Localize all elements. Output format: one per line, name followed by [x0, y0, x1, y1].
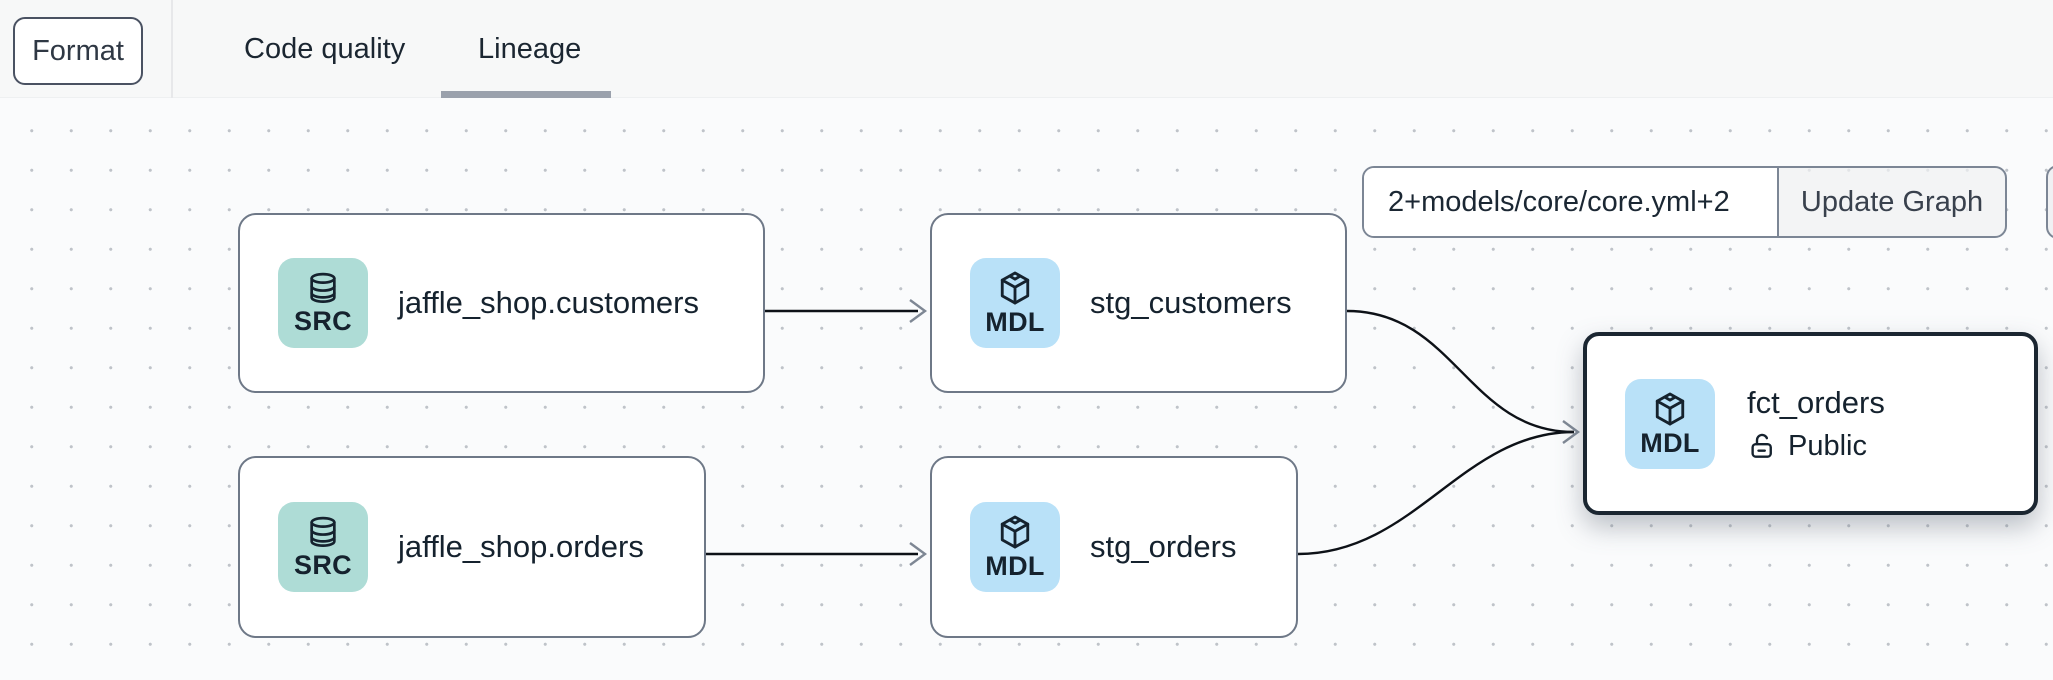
selector-input[interactable]: [1364, 168, 1779, 236]
unlock-icon: [1751, 433, 1772, 458]
model-badge: MDL: [970, 258, 1060, 348]
cube-icon: [1655, 392, 1685, 425]
database-icon: [310, 516, 336, 547]
node-stg-orders[interactable]: MDL stg_orders: [930, 456, 1298, 638]
access-label: Public: [1788, 429, 1867, 462]
database-icon: [310, 272, 336, 303]
node-label: stg_customers: [1090, 285, 1292, 320]
node-label: jaffle_shop.orders: [398, 529, 644, 564]
node-fct-orders[interactable]: MDL fct_orders Public: [1583, 332, 2038, 515]
source-badge: SRC: [278, 258, 368, 348]
clipped-button[interactable]: [2046, 165, 2053, 239]
badge-label: MDL: [1640, 427, 1700, 458]
cube-icon: [1000, 271, 1030, 305]
node-jaffle-shop-customers[interactable]: SRC jaffle_shop.customers: [238, 213, 765, 393]
badge-label: MDL: [985, 307, 1045, 337]
toolbar-divider: [171, 0, 173, 98]
node-label: stg_orders: [1090, 529, 1237, 564]
node-label: jaffle_shop.customers: [398, 285, 699, 320]
cube-icon: [1000, 515, 1030, 549]
access-row: Public: [1747, 430, 1885, 463]
update-graph-button[interactable]: Update Graph: [1779, 168, 2005, 236]
badge-label: SRC: [294, 306, 352, 336]
node-label: fct_orders: [1747, 384, 1885, 420]
node-meta: fct_orders Public: [1747, 385, 1885, 463]
source-badge: SRC: [278, 502, 368, 592]
model-badge: MDL: [1625, 378, 1715, 469]
format-button[interactable]: Format: [13, 17, 143, 85]
tab-lineage[interactable]: Lineage: [478, 32, 582, 65]
model-badge: MDL: [970, 502, 1060, 592]
badge-label: SRC: [294, 550, 352, 580]
node-stg-customers[interactable]: MDL stg_customers: [930, 213, 1347, 393]
toolbar: Format Code quality Lineage: [0, 0, 2053, 98]
tab-code-quality[interactable]: Code quality: [244, 32, 406, 65]
node-jaffle-shop-orders[interactable]: SRC jaffle_shop.orders: [238, 456, 706, 638]
active-tab-underline: [441, 91, 611, 98]
graph-controls: Update Graph: [1362, 166, 2007, 238]
badge-label: MDL: [985, 551, 1045, 581]
